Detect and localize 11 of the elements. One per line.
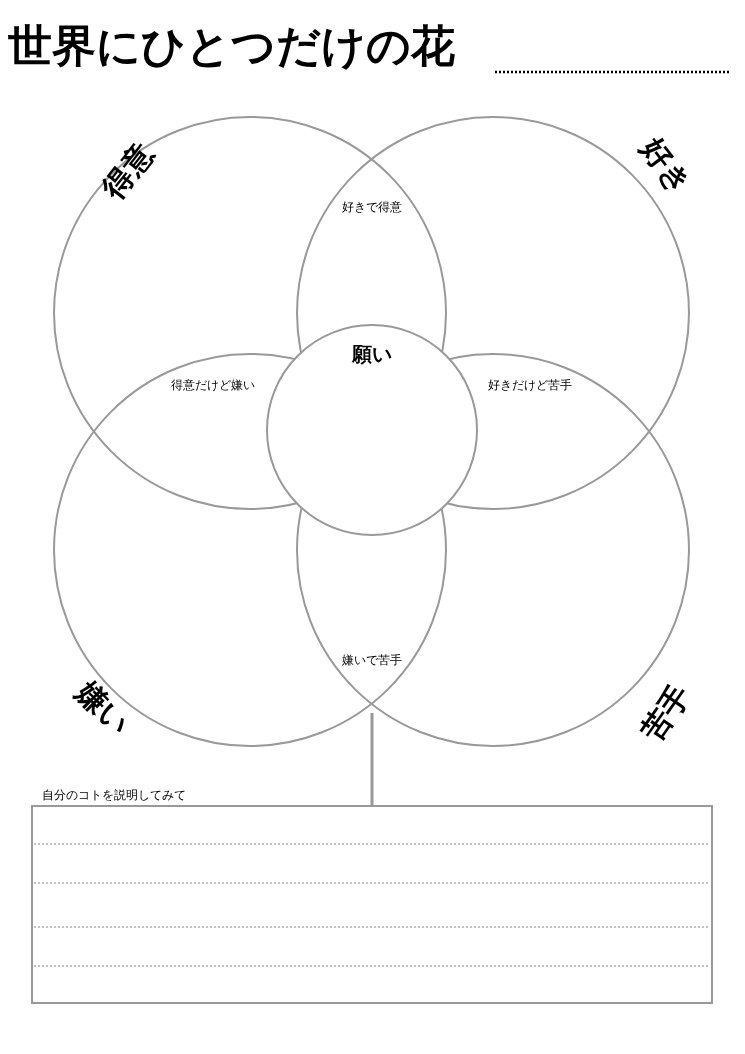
overlap-label: 得意だけど嫌い	[171, 379, 255, 391]
circle-label: 苦手	[636, 679, 696, 747]
circle-label: 好き	[635, 132, 698, 200]
title: 世界にひとつだけの花	[8, 24, 455, 68]
circle-label: 願い	[352, 344, 392, 364]
circle-label: 嫌い	[71, 675, 136, 741]
overlap-label: 好きで得意	[342, 201, 402, 213]
box-heading: 自分のコトを説明してみて	[42, 789, 186, 801]
overlap-label: 嫌いで苦手	[342, 654, 402, 666]
circle-label: 得意	[97, 138, 159, 204]
overlap-label: 好きだけど苦手	[488, 379, 572, 391]
